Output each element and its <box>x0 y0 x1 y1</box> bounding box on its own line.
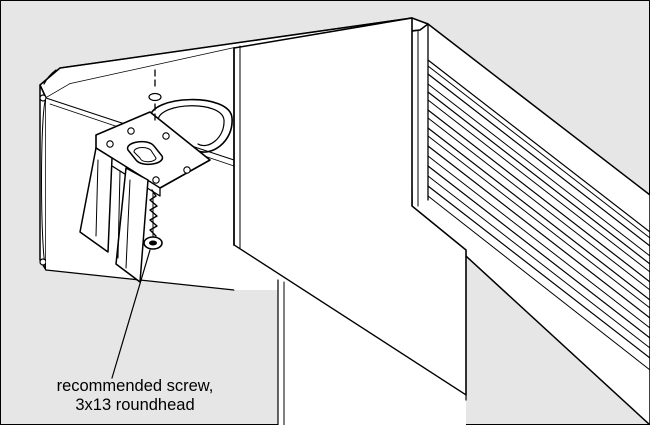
fabric-panel <box>233 244 467 425</box>
callout-line-2: 3x13 roundhead <box>75 396 195 414</box>
headrail-right-section <box>409 17 650 425</box>
callout-leader-line <box>111 249 151 379</box>
headrail-left-end <box>39 84 47 271</box>
screw-axis-line <box>148 69 162 123</box>
callout-line-1: recommended screw, <box>56 377 214 395</box>
screw-icon <box>143 189 163 250</box>
screw-callout: recommended screw, 3x13 roundhead <box>0 377 270 415</box>
